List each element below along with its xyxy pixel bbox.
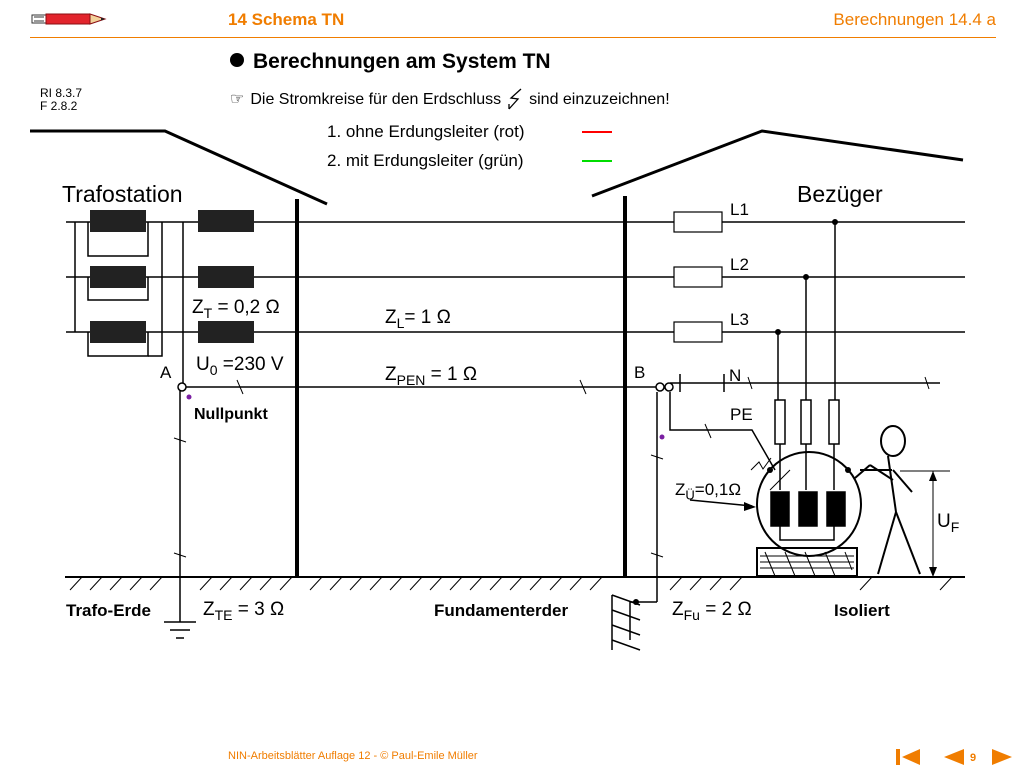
page-title: Berechnungen am System TN bbox=[230, 50, 551, 74]
trafo-erde-label: Trafo-Erde bbox=[66, 601, 152, 620]
references: RI 8.3.7 F 2.8.2 bbox=[40, 87, 82, 113]
node-a bbox=[177, 382, 187, 392]
node-a-label: A bbox=[160, 363, 172, 382]
phase-label-l1: L1 bbox=[730, 200, 749, 219]
neutral-label: N bbox=[729, 366, 742, 385]
footer-copyright: NIN-Arbeitsblätter Auflage 12 - © Paul-E… bbox=[228, 750, 478, 762]
zte-label: ZTE = 3 Ω bbox=[203, 599, 285, 623]
node-b-label: B bbox=[634, 363, 646, 382]
nullpunkt-label: Nullpunkt bbox=[194, 406, 268, 423]
legend-line-red bbox=[582, 131, 612, 133]
uf-label: UF bbox=[937, 511, 960, 535]
trafostation-label: Trafostation bbox=[62, 181, 183, 207]
instruction: ☞ Die Stromkreise für den Erdschluss sind … bbox=[230, 88, 670, 110]
zl-label: ZL= 1 Ω bbox=[385, 307, 451, 331]
person-touching-appliance bbox=[854, 425, 921, 575]
pencil-logo-icon bbox=[31, 13, 107, 25]
previous-page-button[interactable] bbox=[940, 745, 966, 769]
fundamenterder-label: Fundamenterder bbox=[434, 601, 569, 620]
fuse-l3 bbox=[673, 321, 723, 343]
page-number: 9 bbox=[970, 752, 977, 764]
phase-label-l2: L2 bbox=[730, 255, 749, 274]
legend-line-green bbox=[582, 160, 612, 162]
pointing-hand-icon: ☞ bbox=[230, 91, 245, 108]
zpen-label: ZPEN = 1 Ω bbox=[385, 364, 478, 388]
pe-label: PE bbox=[730, 405, 753, 424]
u0-label: U0 =230 V bbox=[196, 354, 284, 378]
bezueger-label: Bezüger bbox=[797, 181, 883, 207]
reference-f: F 2.8.2 bbox=[40, 99, 78, 113]
first-page-button[interactable] bbox=[893, 745, 923, 769]
section-title: Berechnungen 14.4 a bbox=[833, 10, 996, 29]
zfu-label: ZFu = 2 Ω bbox=[672, 599, 752, 623]
reference-ri: RI 8.3.7 bbox=[40, 86, 83, 100]
next-page-button[interactable] bbox=[990, 745, 1016, 769]
instruction-text-after: sind einzuzeichnen! bbox=[529, 91, 670, 108]
fault-lightning-icon bbox=[508, 88, 522, 110]
trafostation-roof bbox=[30, 129, 328, 206]
page-title-text: Berechnungen am System TN bbox=[253, 50, 551, 73]
zt-label: ZT = 0,2 Ω bbox=[192, 297, 280, 321]
pe-conductor bbox=[669, 392, 776, 471]
zue-label: ZÜ=0,1Ω bbox=[675, 480, 742, 503]
legend-item-green: 2. mit Erdungsleiter (grün) bbox=[327, 151, 524, 170]
header-divider bbox=[30, 37, 996, 38]
instruction-text-before: Die Stromkreise für den Erdschluss bbox=[250, 91, 502, 108]
legend-item-red: 1. ohne Erdungsleiter (rot) bbox=[327, 122, 525, 141]
fuse-l2 bbox=[673, 266, 723, 288]
bezueger-roof bbox=[591, 129, 964, 198]
node-b bbox=[664, 382, 674, 392]
bullet-icon bbox=[230, 53, 244, 67]
fuse-l1 bbox=[673, 211, 723, 233]
isoliert-label: Isoliert bbox=[834, 601, 890, 620]
chapter-title: 14 Schema TN bbox=[228, 10, 345, 29]
phase-label-l3: L3 bbox=[730, 310, 749, 329]
